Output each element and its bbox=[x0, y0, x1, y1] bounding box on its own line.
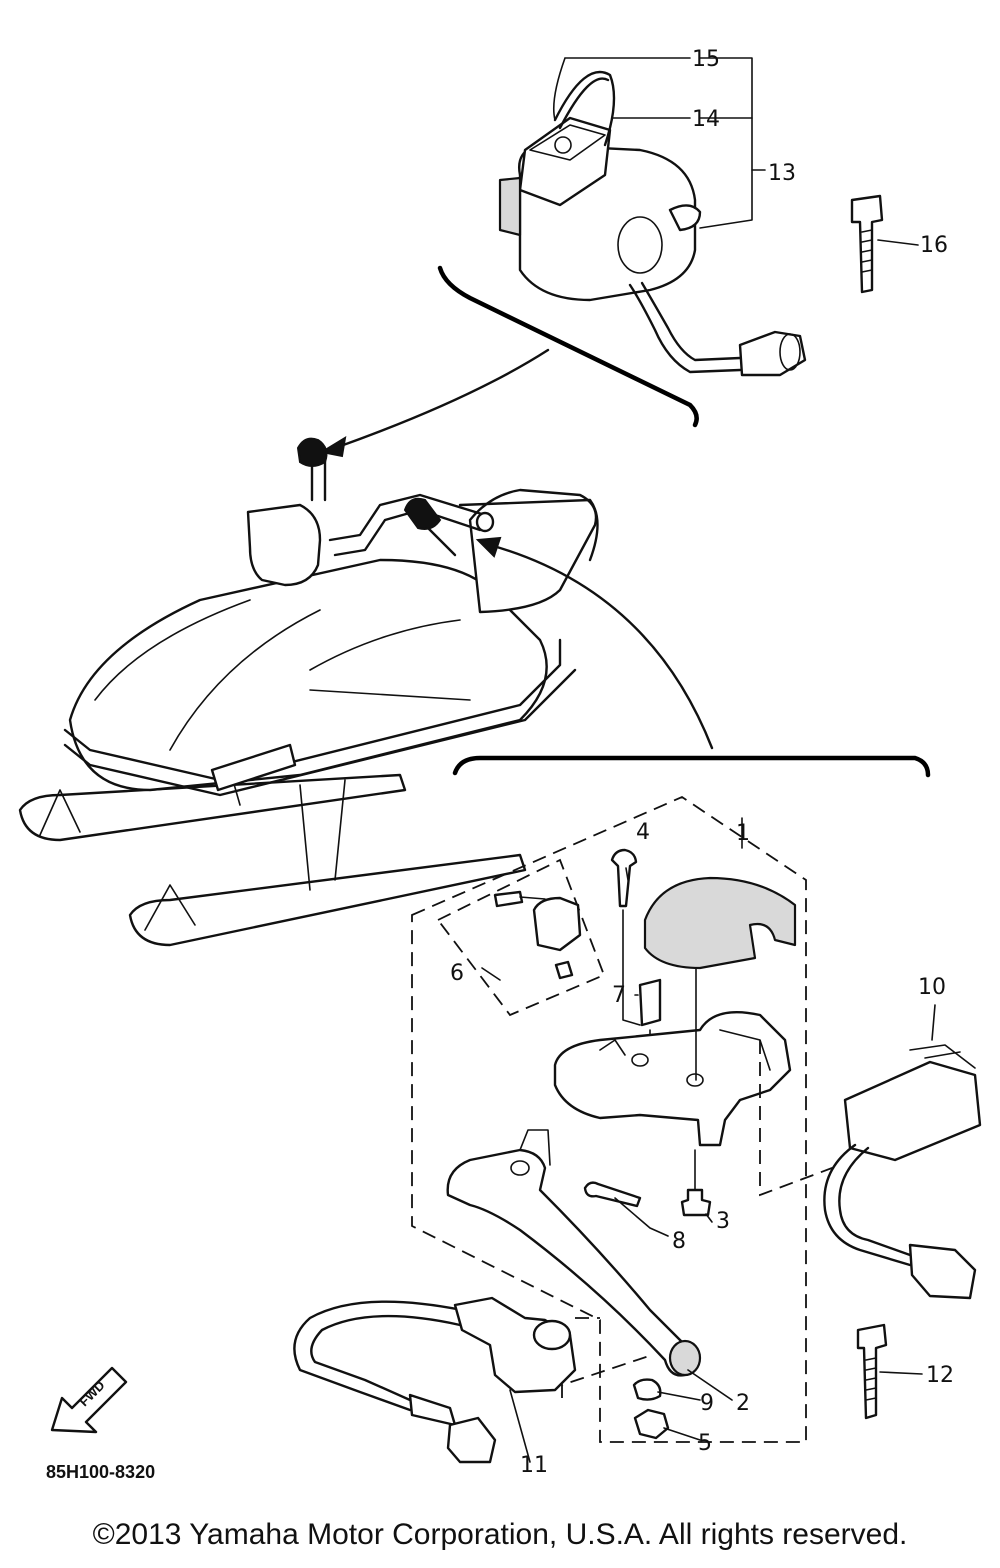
switch-10-illustration bbox=[759, 1040, 982, 1300]
cable-tie-12-illustration bbox=[856, 1323, 888, 1420]
callout-8: 8 bbox=[672, 1229, 686, 1254]
callout-16: 16 bbox=[920, 233, 948, 258]
leader-arrow-upper bbox=[333, 348, 550, 450]
callout-12: 12 bbox=[926, 1363, 954, 1388]
callout-1: 1 bbox=[736, 821, 750, 846]
fwd-arrow-icon: FWD bbox=[50, 1366, 128, 1434]
callout-13: 13 bbox=[768, 161, 796, 186]
callout-5: 5 bbox=[698, 1431, 712, 1456]
leader-lines bbox=[481, 57, 936, 1463]
callout-4: 4 bbox=[636, 820, 650, 845]
arrowhead-upper bbox=[319, 436, 347, 458]
cable-tie-16-illustration bbox=[850, 194, 884, 294]
lever-assembly-illustration bbox=[411, 755, 931, 1443]
callout-2: 2 bbox=[736, 1391, 750, 1416]
switch-assembly-illustration bbox=[437, 70, 807, 428]
callout-6: 6 bbox=[450, 961, 464, 986]
diagram-code: 85H100-8320 bbox=[46, 1462, 155, 1482]
callout-7: 7 bbox=[612, 983, 626, 1008]
callout-10: 10 bbox=[918, 975, 946, 1000]
callout-3: 3 bbox=[716, 1209, 730, 1234]
callout-11: 11 bbox=[520, 1453, 548, 1478]
arrowhead-lower bbox=[475, 536, 502, 558]
leader-arrow-lower bbox=[488, 543, 714, 750]
copyright-notice: ©2013 Yamaha Motor Corporation, U.S.A. A… bbox=[92, 1518, 908, 1551]
callout-9: 9 bbox=[700, 1391, 714, 1416]
callout-14: 14 bbox=[692, 107, 720, 132]
callout-15: 15 bbox=[692, 47, 720, 72]
switch-11-illustration bbox=[293, 1296, 600, 1464]
callout-labels: 1 2 3 4 5 6 7 8 9 10 11 12 13 14 15 16 bbox=[450, 47, 954, 1478]
snowmobile-illustration bbox=[18, 437, 599, 947]
